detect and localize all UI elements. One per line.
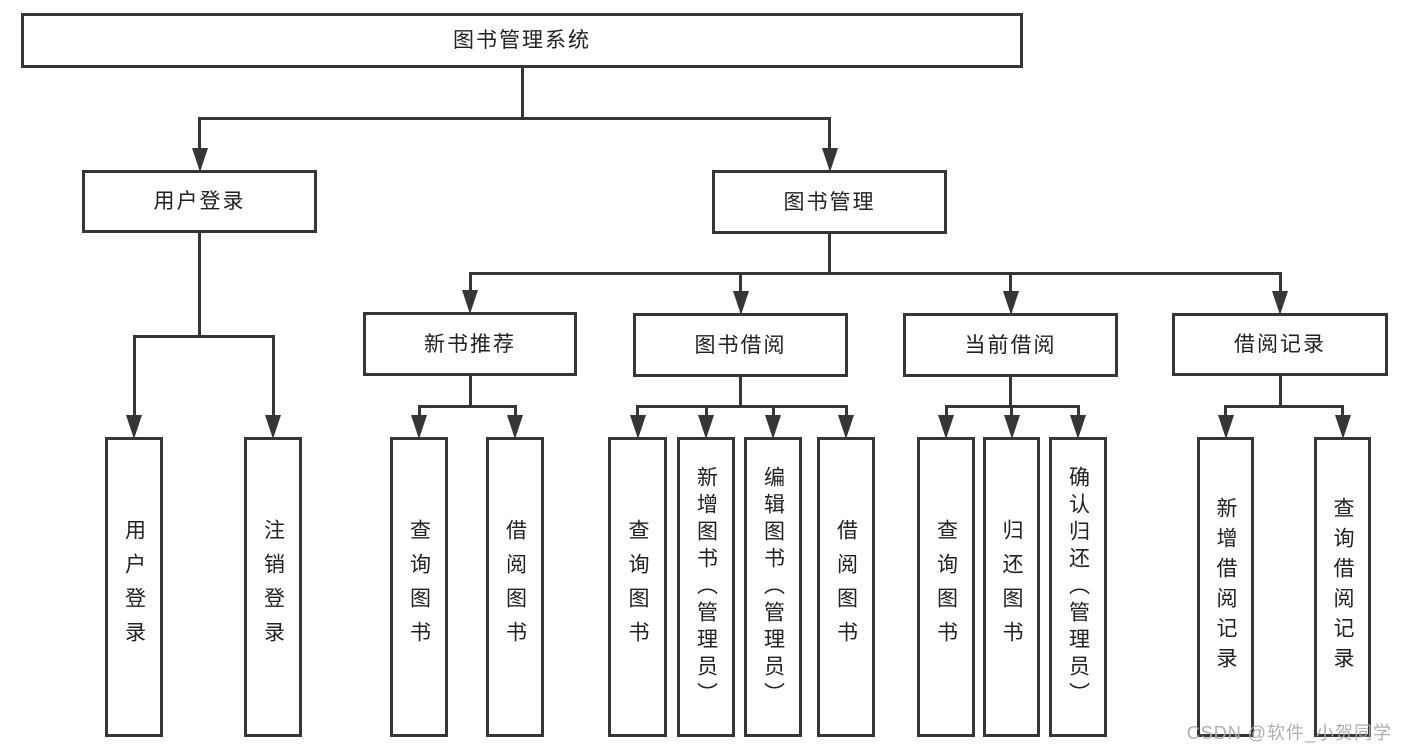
node-current-borrow: 当前借阅 [903, 313, 1118, 377]
node-leaf-bb-edit-book: 编辑图书（管理员） [744, 437, 802, 737]
connector-stem-current-borrow [1009, 377, 1012, 408]
arrowhead-down-icon [1070, 415, 1086, 439]
node-new-book-rec: 新书推荐 [363, 312, 577, 376]
connector-drop-user-login [198, 118, 201, 150]
csdn-watermark: CSDN @软件_小贺同学 [1186, 723, 1392, 743]
connector-drop-book-borrow [739, 273, 742, 293]
connector-bar-book-borrow [636, 404, 848, 408]
arrowhead-down-icon [732, 291, 749, 315]
connector-stem-borrow-records [1278, 376, 1282, 408]
arrowhead-down-icon [1002, 291, 1019, 315]
node-leaf-br-add-record: 新增借阅记录 [1197, 437, 1254, 737]
node-user-login: 用户登录 [82, 170, 317, 233]
connector-stem-root [520, 68, 524, 120]
connector-bar-root [198, 116, 831, 120]
node-leaf-bb-borrow-book: 借阅图书 [817, 437, 875, 737]
arrowhead-down-icon [1334, 415, 1351, 439]
connector-drop-leaf-bb-edit-book [771, 406, 775, 417]
connector-drop-leaf-cb-query-book [944, 406, 948, 417]
connector-drop-leaf-br-query-record [1341, 406, 1344, 417]
node-leaf-cb-return-book: 归还图书 [983, 437, 1040, 737]
connector-drop-leaf-bb-borrow-book [844, 406, 848, 417]
node-book-mgmt: 图书管理 [712, 170, 947, 234]
arrowhead-down-icon [411, 415, 427, 439]
arrowhead-down-icon [1272, 291, 1288, 315]
node-leaf-cb-confirm-return: 确认归还（管理员） [1049, 437, 1107, 737]
node-leaf-br-query-record: 查询借阅记录 [1314, 437, 1371, 737]
node-root: 图书管理系统 [21, 13, 1023, 68]
connector-drop-leaf-logout [271, 336, 275, 417]
connector-drop-leaf-bb-add-book [704, 406, 708, 417]
node-leaf-nbr-query-book: 查询图书 [390, 437, 448, 737]
arrowhead-down-icon [462, 290, 478, 314]
connector-bar-book-mgmt [468, 271, 1282, 275]
arrowhead-down-icon [507, 415, 523, 439]
connector-bar-user-login [132, 334, 275, 338]
arrowhead-down-icon [1003, 415, 1020, 439]
connector-drop-leaf-br-add-record [1224, 406, 1227, 417]
node-leaf-cb-query-book: 查询图书 [917, 437, 975, 737]
connector-stem-new-book-rec [468, 376, 472, 408]
node-leaf-nbr-borrow-book: 借阅图书 [486, 437, 544, 737]
connector-stem-book-borrow [739, 377, 742, 408]
connector-bar-borrow-records [1224, 404, 1344, 408]
connector-stem-book-mgmt [828, 234, 831, 275]
connector-drop-current-borrow [1009, 273, 1012, 293]
connector-drop-new-book-rec [468, 273, 472, 292]
connector-drop-leaf-cb-confirm-return [1076, 406, 1080, 417]
connector-drop-book-mgmt [828, 118, 831, 150]
connector-drop-leaf-cb-return-book [1010, 406, 1013, 417]
arrowhead-down-icon [126, 415, 142, 439]
arrowhead-down-icon [938, 415, 954, 439]
connector-bar-new-book-rec [417, 404, 517, 408]
node-book-borrow: 图书借阅 [633, 313, 848, 377]
arrowhead-down-icon [629, 415, 646, 439]
connector-drop-borrow-records [1278, 273, 1282, 293]
connector-stem-user-login [198, 233, 201, 338]
arrowhead-down-icon [698, 415, 714, 439]
node-leaf-bb-add-book: 新增图书（管理员） [677, 437, 735, 737]
node-leaf-user-login: 用户登录 [105, 437, 163, 737]
connector-drop-leaf-nbr-query-book [417, 406, 421, 417]
connector-drop-leaf-bb-query-book [636, 406, 639, 417]
connector-drop-leaf-user-login [132, 336, 136, 417]
node-borrow-records: 借阅记录 [1172, 313, 1388, 376]
arrowhead-down-icon [838, 415, 854, 439]
node-leaf-logout: 注销登录 [244, 437, 302, 737]
arrowhead-down-icon [821, 148, 838, 172]
arrowhead-down-icon [265, 415, 281, 439]
node-leaf-bb-query-book: 查询图书 [608, 437, 667, 737]
arrowhead-down-icon [765, 415, 781, 439]
arrowhead-down-icon [1217, 415, 1234, 439]
arrowhead-down-icon [191, 148, 208, 172]
connector-drop-leaf-nbr-borrow-book [513, 406, 517, 417]
